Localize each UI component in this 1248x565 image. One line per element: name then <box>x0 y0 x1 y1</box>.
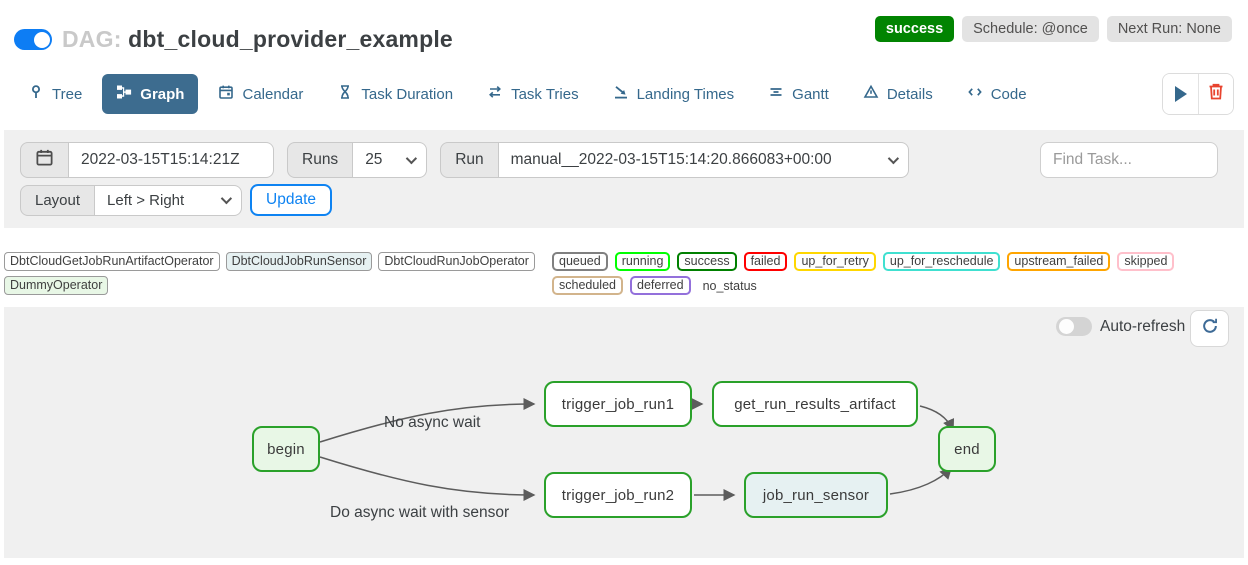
tab-details[interactable]: Details <box>849 74 947 114</box>
details-triangle-icon <box>863 84 879 104</box>
dag-graph-canvas[interactable]: No async wait Do async wait with sensor … <box>4 307 1244 558</box>
tab-calendar[interactable]: Calendar <box>204 74 317 114</box>
legend-status-no-status: no_status <box>697 277 762 294</box>
hourglass-icon <box>337 84 353 104</box>
legend-status-up-for-retry: up_for_retry <box>794 252 876 271</box>
play-icon <box>1174 86 1187 102</box>
tab-task-duration[interactable]: Task Duration <box>323 74 467 114</box>
dag-run-select[interactable]: manual__2022-03-15T15:14:20.866083+00:00 <box>498 142 909 178</box>
toggle-knob <box>33 31 50 48</box>
legend-status-scheduled: scheduled <box>552 276 623 295</box>
auto-refresh-label: Auto-refresh <box>1100 317 1186 335</box>
dag-title-prefix: DAG: <box>62 26 122 52</box>
task-node-trigger-job-run1[interactable]: trigger_job_run1 <box>544 381 692 427</box>
task-node-trigger-job-run2[interactable]: trigger_job_run2 <box>544 472 692 518</box>
tab-label: Landing Times <box>636 85 735 103</box>
layout-direction-select[interactable]: Left > Right <box>95 184 243 216</box>
tab-label: Code <box>990 85 1027 103</box>
legend-status-up-for-reschedule: up_for_reschedule <box>882 252 1001 271</box>
legend-status-failed: failed <box>743 252 788 271</box>
legend-status-success: success <box>677 252 737 271</box>
gantt-icon <box>768 84 784 104</box>
layout-direction-value: Left > Right <box>107 191 185 209</box>
legend-status-upstream-failed: upstream_failed <box>1007 252 1111 271</box>
runs-count-select[interactable]: 25 <box>353 142 428 178</box>
tab-label: Task Tries <box>511 85 579 103</box>
legend-status-running: running <box>614 252 671 271</box>
schedule-badge: Schedule: @once <box>962 16 1099 42</box>
dag-status-badge: success <box>874 16 955 42</box>
legend-operator: DbtCloudJobRunSensor <box>225 252 373 271</box>
page-title: DAG: dbt_cloud_provider_example <box>62 26 453 53</box>
dag-title-name: dbt_cloud_provider_example <box>128 26 453 52</box>
chevron-down-icon <box>405 152 418 165</box>
edge-label-do-async-wait: Do async wait with sensor <box>330 504 510 521</box>
task-node-begin[interactable]: begin <box>252 426 320 472</box>
tab-task-tries[interactable]: Task Tries <box>473 74 593 114</box>
next-run-badge: Next Run: None <box>1106 16 1232 42</box>
find-task-input[interactable] <box>1040 142 1218 178</box>
tab-gantt[interactable]: Gantt <box>754 74 843 114</box>
legend: DbtCloudGetJobRunArtifactOperator DbtClo… <box>0 252 1248 295</box>
tab-label: Tree <box>52 85 83 103</box>
refresh-button[interactable] <box>1190 310 1229 347</box>
runs-label: Runs <box>287 142 354 178</box>
calendar-icon <box>35 148 54 172</box>
graph-edges <box>319 398 955 501</box>
task-node-job-run-sensor[interactable]: job_run_sensor <box>744 472 888 518</box>
view-tabbar: Tree Graph Calendar Task Duration Task T… <box>0 73 1248 115</box>
legend-status-skipped: skipped <box>1117 252 1175 271</box>
tab-label: Gantt <box>792 85 829 103</box>
calendar-icon <box>218 84 234 104</box>
repeat-icon <box>487 84 503 104</box>
task-node-end[interactable]: end <box>938 426 996 472</box>
legend-status-deferred: deferred <box>630 276 691 295</box>
layout-label: Layout <box>20 184 96 216</box>
tab-code[interactable]: Code <box>953 74 1041 114</box>
refresh-icon <box>1201 317 1219 340</box>
dag-pause-toggle[interactable] <box>14 29 52 50</box>
trigger-dag-button[interactable] <box>1163 74 1198 114</box>
base-date-input[interactable] <box>69 142 274 178</box>
dag-action-buttons <box>1162 73 1234 115</box>
chevron-down-icon <box>887 152 899 165</box>
auto-refresh-toggle[interactable] <box>1056 317 1092 336</box>
tab-graph[interactable]: Graph <box>102 74 199 114</box>
tree-icon <box>28 84 44 104</box>
landing-plane-icon <box>613 84 629 104</box>
status-legend: queued running success failed up_for_ret… <box>552 252 1244 295</box>
edge-label-no-async-wait: No async wait <box>384 414 481 431</box>
tab-label: Calendar <box>242 85 304 103</box>
tab-label: Graph <box>140 85 185 103</box>
runs-count-value: 25 <box>365 151 383 168</box>
legend-status-queued: queued <box>552 252 608 271</box>
task-node-get-run-results-artifact[interactable]: get_run_results_artifact <box>712 381 918 427</box>
filter-panel: Runs 25 Run manual__2022-03-15T15:14:20.… <box>4 130 1244 228</box>
operator-legend: DbtCloudGetJobRunArtifactOperator DbtClo… <box>4 252 552 295</box>
legend-operator: DummyOperator <box>4 276 109 295</box>
trash-icon <box>1207 82 1225 106</box>
legend-operator: DbtCloudRunJobOperator <box>378 252 535 271</box>
dag-run-value: manual__2022-03-15T15:14:20.866083+00:00 <box>510 151 832 168</box>
base-date-picker-button[interactable] <box>20 142 69 178</box>
tab-tree[interactable]: Tree <box>14 74 96 114</box>
delete-dag-button[interactable] <box>1198 74 1233 114</box>
tab-label: Details <box>886 85 933 103</box>
chevron-down-icon <box>220 192 233 205</box>
code-icon <box>967 84 983 104</box>
run-label: Run <box>440 142 499 178</box>
tab-landing-times[interactable]: Landing Times <box>599 74 749 114</box>
dag-header: DAG: dbt_cloud_provider_example success … <box>0 0 1248 53</box>
toggle-knob <box>1058 319 1074 334</box>
legend-operator: DbtCloudGetJobRunArtifactOperator <box>4 252 220 271</box>
tab-label: Task Duration <box>361 85 454 103</box>
graph-icon <box>116 84 132 104</box>
update-button[interactable]: Update <box>250 184 333 216</box>
